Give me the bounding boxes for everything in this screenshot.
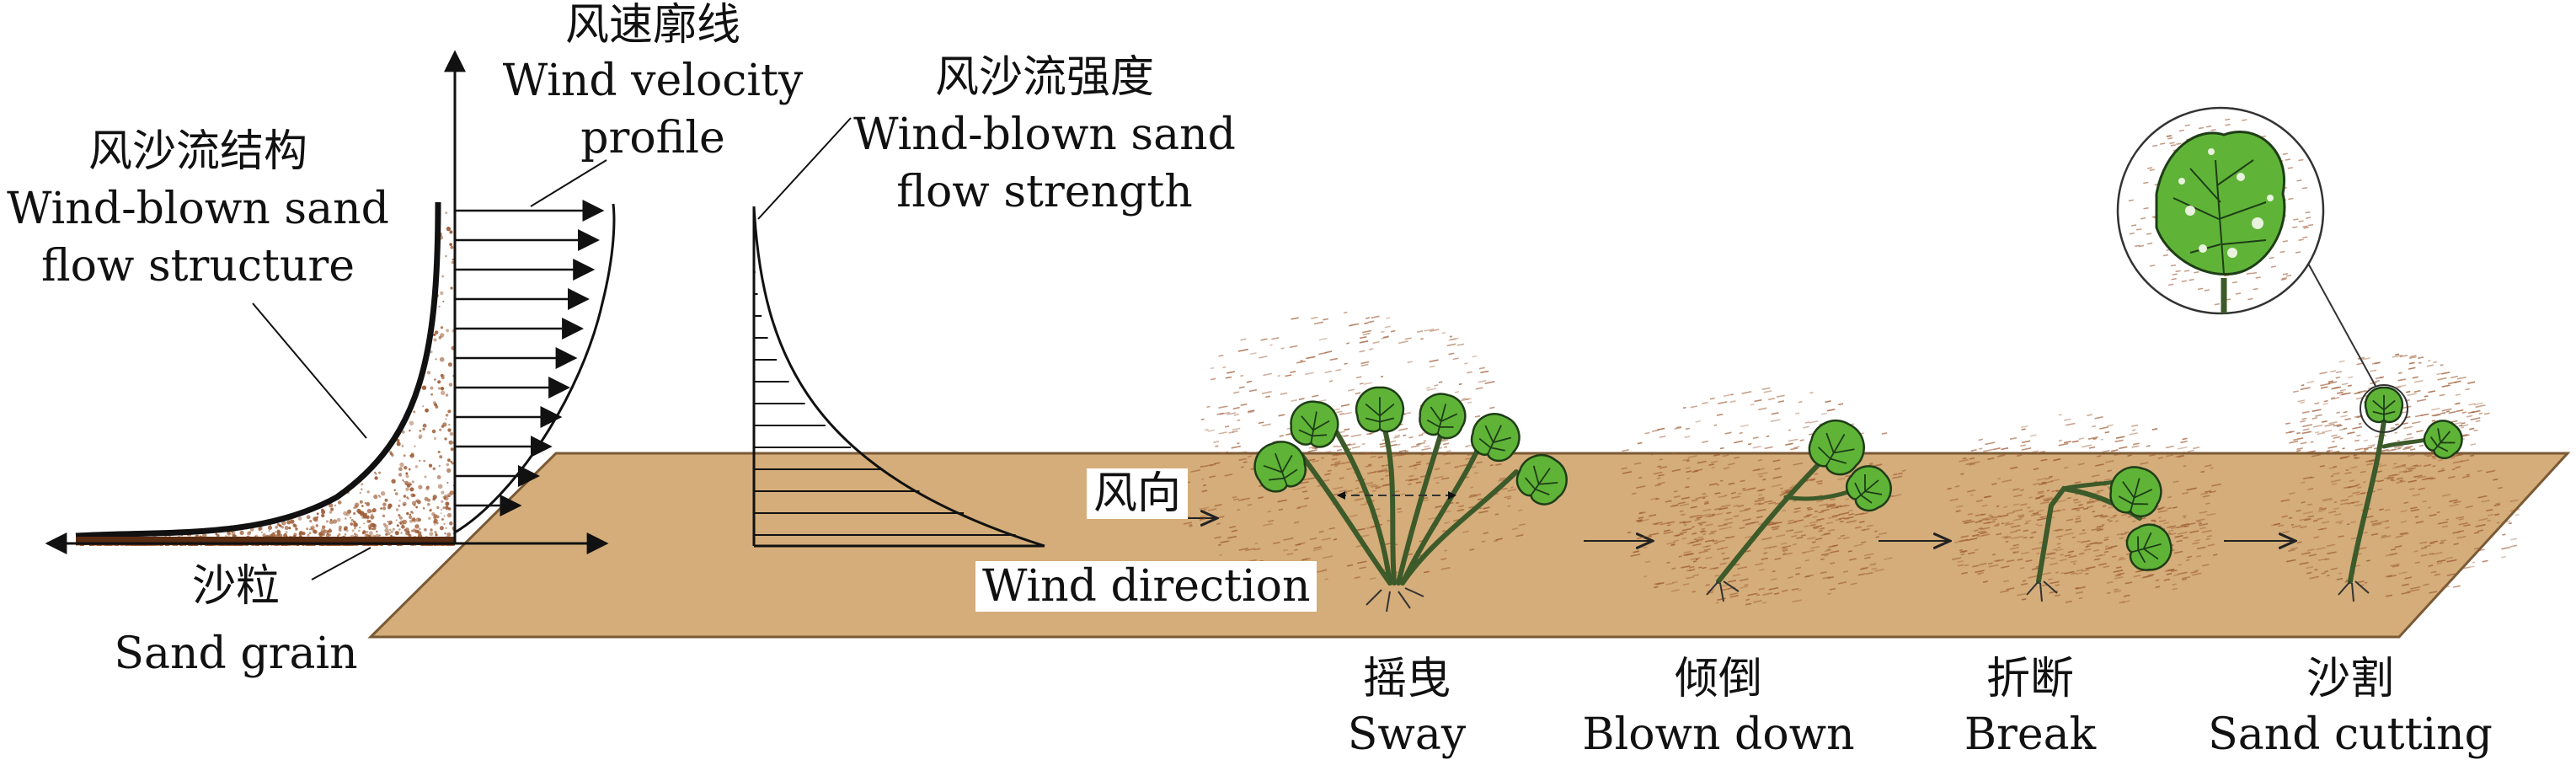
stage-break-en: Break [1964, 709, 2097, 760]
strength-title-en-2: flow strength [896, 167, 1193, 217]
leaf [1808, 420, 1865, 476]
leaf [1290, 400, 1339, 448]
leaf [1253, 441, 1307, 493]
wind-direction-label-en: Wind direction [975, 561, 1317, 612]
structure-title-cn: 风沙流结构 [88, 126, 307, 177]
velocity-profile-title-en-2: profile [580, 113, 725, 163]
leaf [1515, 454, 1568, 506]
leaf [1470, 413, 1520, 463]
structure-title-en-2: flow structure [40, 241, 355, 292]
leaf [1845, 465, 1892, 512]
sand-grain-label-en: Sand grain [114, 629, 358, 679]
velocity-profile-title-cn: 风速廓线 [564, 0, 740, 51]
structure-title-en-1: Wind-blown sand [7, 184, 389, 234]
leaf [2423, 420, 2463, 460]
wind-velocity-profile [455, 200, 605, 516]
leader-grain [311, 547, 371, 580]
stage-sway-cn: 摇曳 [1362, 654, 1451, 704]
stage-break-cn: 折断 [1985, 654, 2074, 704]
leaf [2364, 386, 2404, 424]
leader-velocity [530, 159, 607, 207]
strength-title-en-1: Wind-blown sand [853, 110, 1236, 160]
sand-grain-label-cn: 沙粒 [191, 561, 280, 612]
stage-sand-cutting-en: Sand cutting [2208, 709, 2493, 760]
stage-blown-down-en: Blown down [1582, 709, 1855, 760]
leaf [1419, 393, 1467, 440]
leader-strength [757, 117, 852, 220]
magnified-leaf-detail [2116, 106, 2325, 315]
wind-direction-label-cn: 风向 [1087, 468, 1189, 519]
velocity-profile-curve [454, 203, 616, 534]
stage-blown-down-cn: 倾倒 [1674, 654, 1762, 704]
plant-sand-cutting [2116, 106, 2463, 602]
velocity-profile-title-en-1: Wind velocity [502, 56, 804, 106]
leaf [2109, 466, 2162, 518]
plant-sway [1253, 386, 1568, 613]
strength-title-cn: 风沙流强度 [934, 52, 1154, 103]
sand-flow-strength-hatching [754, 227, 1016, 536]
plant-blown-down [1706, 420, 1892, 602]
plant-break [2026, 466, 2172, 602]
stage-sand-cutting-cn: 沙割 [2306, 654, 2394, 704]
leader-structure [252, 302, 367, 439]
stage-sway-en: Sway [1347, 709, 1467, 760]
leaf [1355, 386, 1405, 433]
strength-curve [752, 206, 1045, 548]
leaf [2125, 523, 2172, 571]
ground-plane [367, 452, 2571, 639]
